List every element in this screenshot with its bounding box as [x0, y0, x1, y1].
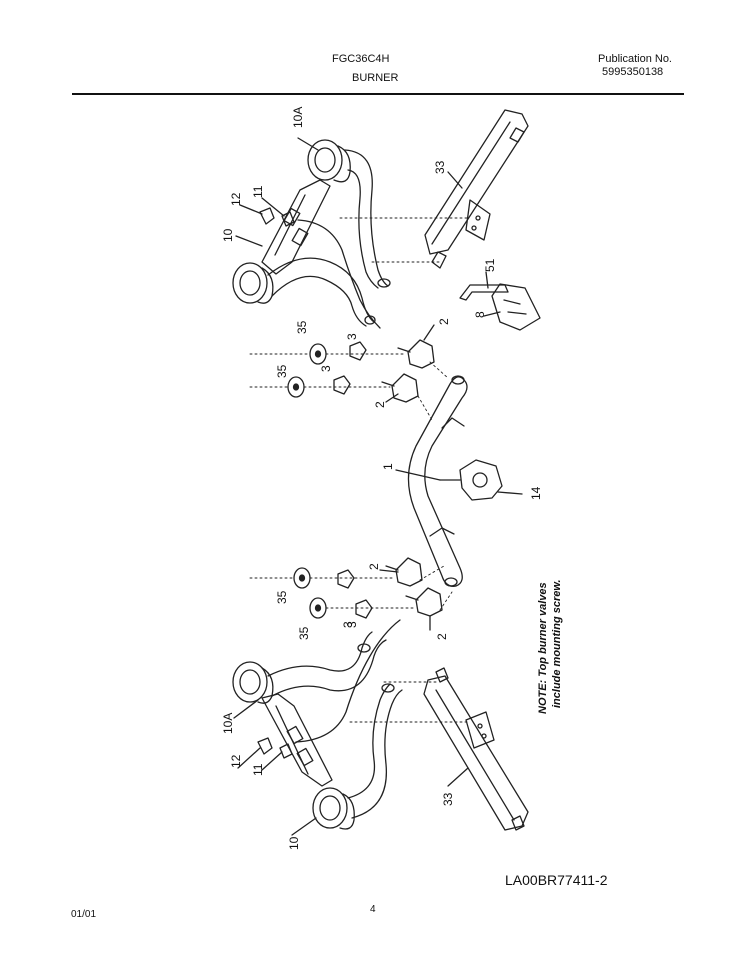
callout-33-bottom: 33	[441, 792, 455, 806]
callout-2-d: 2	[435, 633, 449, 640]
callout-10A-bottom: 10A	[221, 713, 235, 734]
callout-35-b: 35	[275, 364, 289, 378]
valve-group-bottom	[293, 557, 443, 619]
callout-35-c: 35	[275, 590, 289, 604]
note-line-1: NOTE: Top burner valves	[537, 582, 549, 714]
callout-3-c: 3	[341, 621, 355, 628]
section-title: BURNER	[352, 72, 399, 84]
callout-12-top: 12	[229, 192, 243, 206]
callout-2-b: 2	[373, 401, 387, 408]
callout-35-d: 35	[297, 626, 311, 640]
callout-1: 1	[381, 463, 395, 470]
gas-manifold	[407, 375, 468, 587]
page-number: 4	[370, 904, 376, 915]
leader-lines	[233, 137, 523, 836]
alignment-lines	[249, 217, 471, 723]
footer-date: 01/01	[71, 909, 97, 920]
callout-11-top: 11	[251, 185, 265, 198]
callout-10-top: 10	[221, 228, 235, 242]
callout-3-b: 3	[319, 365, 333, 372]
note-block: NOTE: Top burner valves include mounting…	[537, 579, 563, 714]
spark-module-assembly	[459, 283, 541, 331]
bottom-bracket-33	[423, 667, 529, 831]
header-rule	[72, 93, 684, 95]
diagram-part-code: LA00BR77411-2	[505, 872, 608, 888]
callout-8: 8	[473, 311, 487, 318]
callout-11-bottom: 11	[251, 763, 265, 776]
callout-10-bottom: 10	[287, 836, 301, 850]
burner-exploded-diagram: 10A 33 12 11 10 51 8 35 3 2 35 3 2 1 14 …	[221, 107, 563, 850]
bottom-burner-assembly	[232, 619, 403, 830]
top-bracket-33	[424, 109, 529, 269]
note-line-2: include mounting screw.	[551, 579, 563, 708]
callout-33-top: 33	[433, 160, 447, 174]
top-burner-assembly	[232, 139, 391, 329]
callout-3-d: 3	[345, 621, 359, 628]
callout-51: 51	[483, 258, 497, 272]
publication-number: 5995350138	[602, 66, 664, 78]
callout-2-a: 2	[437, 318, 451, 325]
callout-35-a: 35	[295, 320, 309, 334]
callout-3-a: 3	[345, 333, 359, 340]
publication-label: Publication No.	[598, 53, 672, 65]
pressure-regulator	[439, 459, 503, 501]
callout-labels: 10A 33 12 11 10 51 8 35 3 2 35 3 2 1 14 …	[221, 107, 543, 850]
callout-12-bottom: 12	[229, 754, 243, 768]
callout-2-c: 2	[367, 563, 381, 570]
valve-group-top	[287, 339, 435, 403]
callout-14: 14	[529, 486, 543, 500]
model-number: FGC36C4H	[332, 53, 390, 65]
callout-10A-top: 10A	[291, 107, 305, 128]
